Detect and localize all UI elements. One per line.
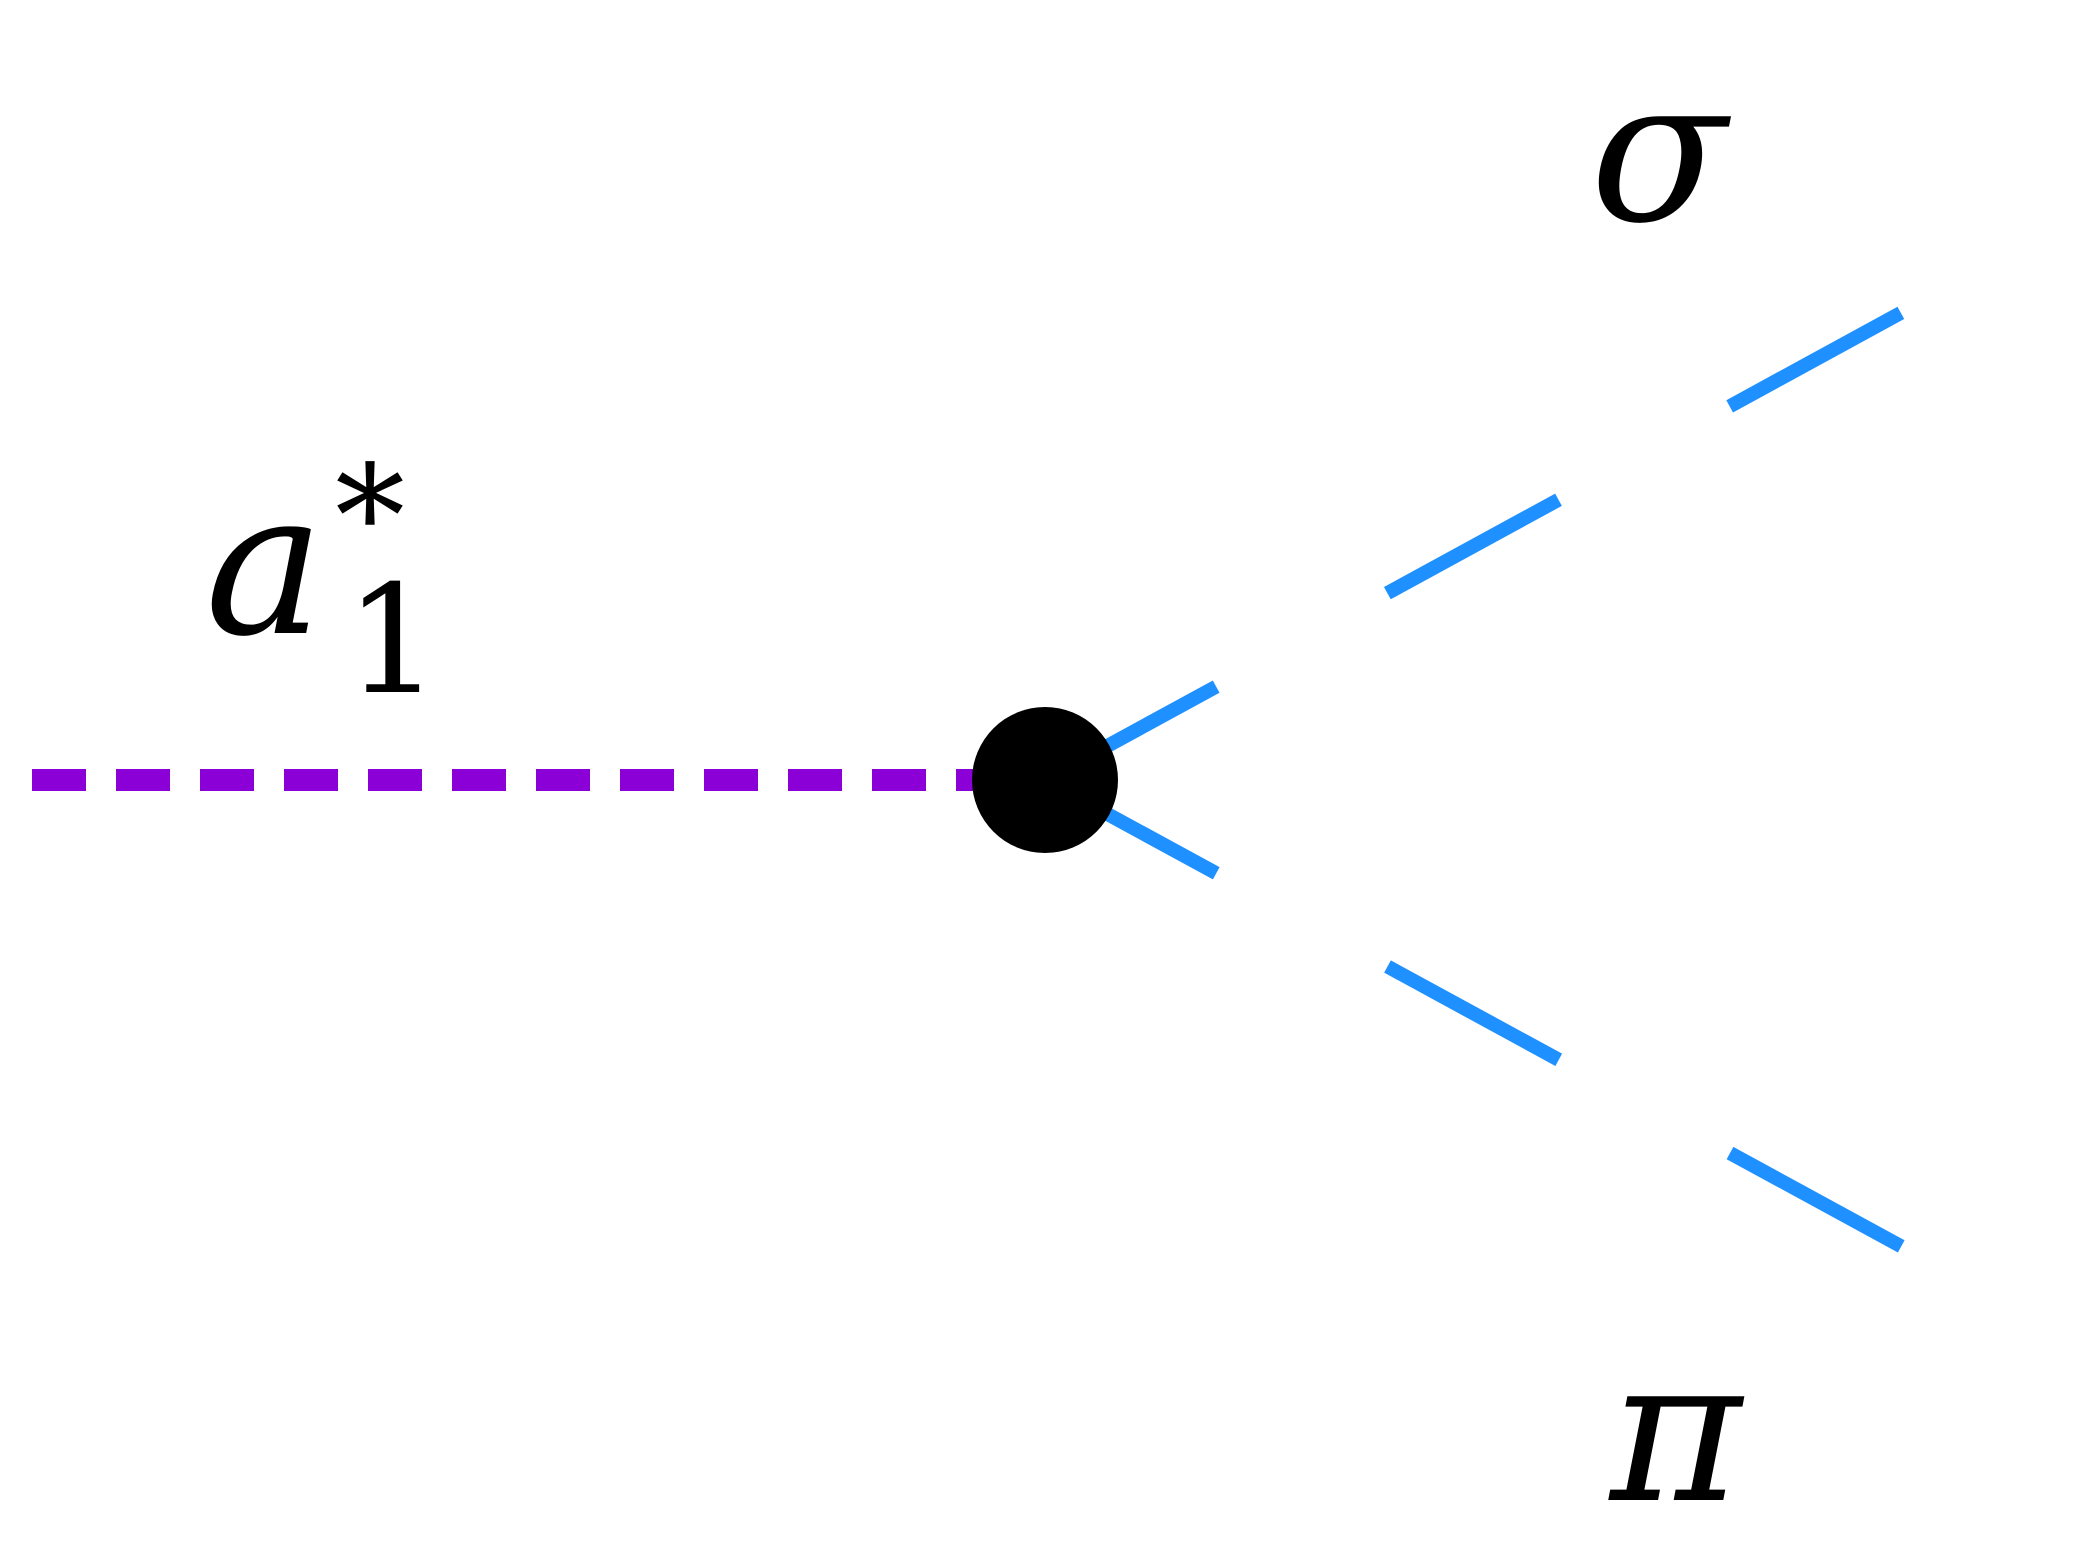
label-a1-subscript: 1 bbox=[345, 554, 440, 728]
vertex-dot bbox=[972, 707, 1118, 853]
label-a1-star: a bbox=[205, 448, 324, 681]
label-a1-superscript: * bbox=[335, 436, 405, 599]
label-pi: π bbox=[1608, 1315, 1745, 1548]
label-a-symbol: a bbox=[205, 448, 324, 681]
outgoing-line-pi bbox=[1041, 773, 1934, 1269]
label-sigma: σ bbox=[1590, 35, 1732, 268]
outgoing-line-sigma bbox=[1041, 290, 1934, 787]
